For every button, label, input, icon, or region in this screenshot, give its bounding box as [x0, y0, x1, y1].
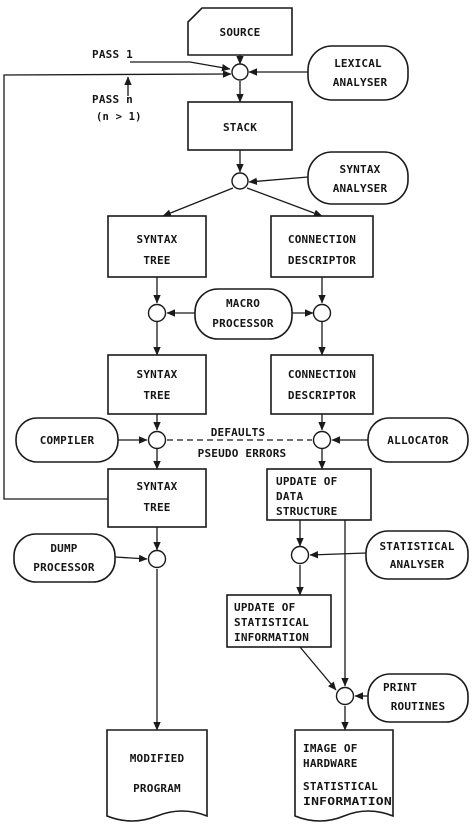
syntax-tree-3-label-2: TREE	[143, 501, 170, 514]
dump-processor-box: DUMP PROCESSOR	[13, 533, 116, 583]
update-data-structure-label-2: DATA	[276, 490, 303, 503]
lexical-analyser-label-2: ANALYSER	[333, 76, 388, 89]
syntax-tree-3-label-1: SYNTAX	[137, 480, 178, 493]
connection-descriptor-2-label-1: CONNECTION	[288, 368, 356, 381]
modified-program-label-2: PROGRAM	[133, 782, 181, 795]
pass-n-condition-label: (n > 1)	[96, 111, 142, 123]
junction-node-8	[290, 545, 310, 565]
statistical-analyser-label-1: STATISTICAL	[379, 540, 454, 553]
stack-box: STACK	[187, 101, 293, 151]
pseudo-errors-label: PSEUDO ERRORS	[198, 447, 287, 460]
junction-node-9	[335, 686, 355, 706]
junction-node-3	[147, 303, 167, 323]
lexical-analyser-box: LEXICAL ANALYSER	[307, 45, 409, 101]
print-routines-box: PRINT ROUTINES	[367, 673, 469, 723]
connection-descriptor-box-2: CONNECTION DESCRIPTOR	[270, 354, 374, 415]
macro-processor-label-1: MACRO	[226, 297, 260, 310]
syntax-analyser-label-2: ANALYSER	[333, 182, 388, 195]
dump-processor-label-2: PROCESSOR	[33, 561, 95, 574]
macro-processor-label-2: PROCESSOR	[212, 317, 274, 330]
statistical-analyser-box: STATISTICAL ANALYSER	[365, 530, 469, 580]
junction-node-2	[231, 172, 249, 190]
connection-descriptor-1-label-1: CONNECTION	[288, 233, 356, 246]
hardware-image-label-4: INFORMATION	[303, 795, 392, 808]
dump-processor-label-1: DUMP	[50, 542, 77, 555]
pass-1-label: PASS 1	[92, 48, 133, 61]
allocator-box: ALLOCATOR	[367, 417, 469, 463]
syntax-analyser-box: SYNTAX ANALYSER	[307, 151, 409, 205]
update-data-structure-box: UPDATE OF DATA STRUCTURE	[266, 468, 372, 521]
modified-program-label-1: MODIFIED	[130, 752, 185, 765]
syntax-tree-2-label-2: TREE	[143, 389, 170, 402]
compiler-label: COMPILER	[40, 434, 95, 447]
junction-node-4	[312, 303, 332, 323]
hardware-image-label-2: HARDWARE	[303, 757, 358, 770]
connection-descriptor-box-1: CONNECTION DESCRIPTOR	[270, 215, 374, 278]
connectors	[3, 55, 368, 731]
source-label: SOURCE	[220, 26, 261, 39]
update-statistical-info-label-2: STATISTICAL	[234, 616, 309, 629]
allocator-label: ALLOCATOR	[387, 434, 449, 447]
junction-node-6	[312, 430, 332, 450]
syntax-tree-box-1: SYNTAX TREE	[107, 215, 207, 278]
statistical-analyser-label-2: ANALYSER	[390, 558, 445, 571]
connection-descriptor-1-label-2: DESCRIPTOR	[288, 254, 356, 267]
hardware-image-document: IMAGE OF HARDWARE STATISTICAL INFORMATIO…	[294, 729, 394, 822]
compiler-box: COMPILER	[15, 417, 119, 463]
connection-descriptor-2-label-2: DESCRIPTOR	[288, 389, 356, 402]
pass-n-label: PASS n	[92, 93, 133, 106]
junction-node-5	[147, 430, 167, 450]
syntax-analyser-label-1: SYNTAX	[340, 163, 381, 176]
syntax-tree-box-2: SYNTAX TREE	[107, 354, 207, 415]
junction-node-1	[231, 63, 249, 81]
defaults-label: DEFAULTS	[211, 426, 266, 439]
update-statistical-info-box: UPDATE OF STATISTICAL INFORMATION	[226, 594, 332, 648]
print-routines-label-1: PRINT	[383, 681, 417, 694]
update-statistical-info-label-3: INFORMATION	[234, 631, 309, 644]
update-data-structure-label-1: UPDATE OF	[276, 475, 337, 488]
hardware-image-label-1: IMAGE OF	[303, 742, 358, 755]
update-data-structure-label-3: STRUCTURE	[276, 505, 337, 518]
hardware-image-label-3: STATISTICAL	[303, 780, 378, 793]
update-statistical-info-label-1: UPDATE OF	[234, 601, 295, 614]
lexical-analyser-label-1: LEXICAL	[334, 57, 382, 70]
stack-label: STACK	[223, 121, 257, 134]
macro-processor-box: MACRO PROCESSOR	[194, 288, 293, 340]
syntax-tree-2-label-1: SYNTAX	[137, 368, 178, 381]
print-routines-label-2: ROUTINES	[391, 700, 446, 713]
junction-node-7	[147, 549, 167, 569]
syntax-tree-box-3: SYNTAX TREE	[107, 468, 207, 528]
syntax-tree-1-label-2: TREE	[143, 254, 170, 267]
modified-program-document: MODIFIED PROGRAM	[106, 729, 208, 822]
syntax-tree-1-label-1: SYNTAX	[137, 233, 178, 246]
source-box: SOURCE	[187, 7, 293, 56]
